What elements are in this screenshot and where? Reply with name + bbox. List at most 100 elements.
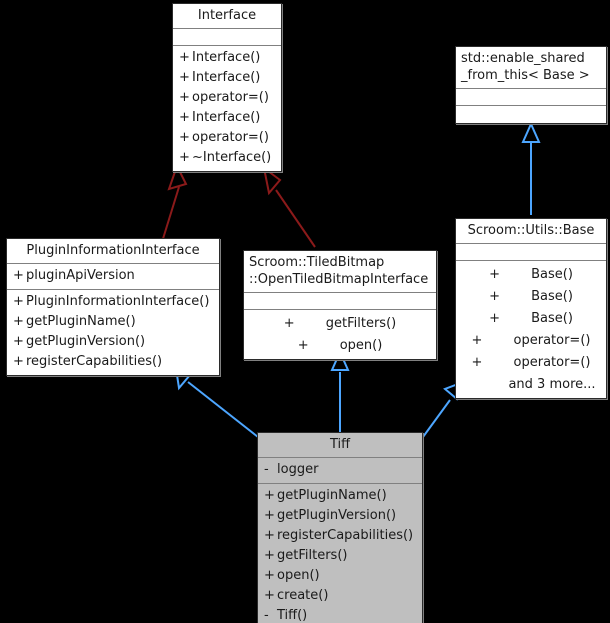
- visibility-marker: -: [264, 608, 269, 623]
- member-name: operator=(): [513, 333, 591, 348]
- class-member: +getPluginVersion(): [258, 506, 422, 526]
- class-node-tiff[interactable]: Tiff -logger +getPluginName() +getPlugin…: [257, 432, 423, 623]
- class-member: +registerCapabilities(): [7, 352, 219, 372]
- class-member: +getPluginName(): [258, 486, 422, 506]
- visibility-marker: +: [264, 588, 275, 603]
- class-member: +Interface(): [173, 48, 281, 68]
- methods-compartment: + getFilters() + open(): [244, 310, 436, 359]
- member-name: Base(): [531, 289, 573, 304]
- class-member: + getFilters(): [284, 314, 396, 334]
- attributes-compartment: +pluginApiVersion: [7, 264, 219, 290]
- class-member: +PluginInformationInterface(): [7, 292, 219, 312]
- member-name: Base(): [531, 267, 573, 282]
- member-name: operator=(): [192, 130, 269, 145]
- methods-compartment: [456, 106, 606, 123]
- visibility-marker: +: [489, 311, 500, 326]
- visibility-marker: +: [297, 338, 309, 353]
- visibility-marker: +: [179, 50, 190, 65]
- visibility-marker: +: [179, 150, 190, 165]
- attributes-compartment: [173, 29, 281, 46]
- visibility-marker: +: [471, 333, 483, 348]
- visibility-marker: +: [264, 528, 275, 543]
- member-name: open(): [277, 568, 320, 583]
- class-node-enable-shared-from-this[interactable]: std::enable_shared _from_this< Base >: [455, 46, 607, 124]
- visibility-marker: +: [489, 267, 500, 282]
- class-member: +getFilters(): [258, 546, 422, 566]
- methods-compartment: + Base() + Base() + Base() + operator=() + op…: [456, 261, 606, 398]
- member-name: Interface(): [192, 50, 261, 65]
- class-member: + operator=(): [472, 353, 591, 373]
- member-name: Interface(): [192, 110, 261, 125]
- member-name: open(): [339, 338, 383, 353]
- edge-opentiledbitmapinterface-to-interface: [262, 165, 316, 248]
- visibility-marker: +: [283, 316, 295, 331]
- visibility-marker: +: [13, 314, 24, 329]
- visibility-marker: +: [264, 488, 275, 503]
- member-name: pluginApiVersion: [26, 268, 135, 283]
- class-member: + operator=(): [472, 331, 591, 351]
- class-node-opentiledbitmapinterface[interactable]: Scroom::TiledBitmap ::OpenTiledBitmapInt…: [243, 250, 437, 360]
- edge-tiff-to-opentiledbitmapinterface: [330, 349, 350, 432]
- visibility-marker: +: [179, 90, 190, 105]
- methods-compartment: +Interface() +Interface() +operator=() +…: [173, 46, 281, 171]
- member-name: logger: [277, 462, 319, 477]
- class-node-interface[interactable]: Interface +Interface() +Interface() +ope…: [172, 3, 282, 172]
- class-member: + Base(): [489, 287, 573, 307]
- visibility-marker: +: [489, 289, 500, 304]
- member-name: getPluginName(): [277, 488, 387, 503]
- class-title: Scroom::Utils::Base: [456, 219, 606, 244]
- member-name: and 3 more...: [508, 377, 596, 392]
- visibility-marker: +: [264, 568, 275, 583]
- visibility-marker: +: [13, 294, 24, 309]
- member-name: registerCapabilities(): [26, 354, 163, 369]
- visibility-marker: +: [471, 355, 483, 370]
- class-member: + Base(): [489, 265, 573, 285]
- member-name: getPluginName(): [26, 314, 136, 329]
- edge-plugininformationinterface-to-interface: [161, 163, 188, 243]
- class-member: +pluginApiVersion: [7, 266, 219, 286]
- member-name: registerCapabilities(): [277, 528, 414, 543]
- member-name: create(): [277, 588, 329, 603]
- class-title: PluginInformationInterface: [7, 239, 219, 264]
- class-member: +Interface(): [173, 108, 281, 128]
- edge-base-to-enable-shared-from-this: [521, 121, 541, 215]
- member-name: operator=(): [192, 90, 269, 105]
- attributes-compartment: [456, 89, 606, 106]
- class-title: Tiff: [258, 433, 422, 458]
- visibility-marker: +: [13, 268, 24, 283]
- class-member: +open(): [258, 566, 422, 586]
- member-name: ~Interface(): [192, 150, 272, 165]
- visibility-marker: -: [264, 462, 269, 477]
- class-member: +~Interface(): [173, 148, 281, 168]
- member-name: getFilters(): [277, 548, 348, 563]
- member-name: getFilters(): [325, 316, 397, 331]
- class-node-plugininformationinterface[interactable]: PluginInformationInterface +pluginApiVer…: [6, 238, 220, 376]
- visibility-marker: +: [179, 70, 190, 85]
- attributes-compartment: [456, 244, 606, 261]
- class-title: Interface: [173, 4, 281, 29]
- visibility-marker: +: [179, 130, 190, 145]
- class-member: -logger: [258, 460, 422, 480]
- class-member: +getPluginVersion(): [7, 332, 219, 352]
- class-title: std::enable_shared _from_this< Base >: [456, 47, 606, 89]
- member-name: getPluginVersion(): [277, 508, 397, 523]
- attributes-compartment: -logger: [258, 458, 422, 484]
- member-name: Base(): [531, 311, 573, 326]
- attributes-compartment: [244, 293, 436, 310]
- class-member-more: and 3 more...: [466, 375, 595, 395]
- member-name: getPluginVersion(): [26, 334, 146, 349]
- class-member: +registerCapabilities(): [258, 526, 422, 546]
- class-node-base[interactable]: Scroom::Utils::Base +Base() +Base() +Bas…: [455, 218, 607, 399]
- methods-compartment: +getPluginName() +getPluginVersion() +re…: [258, 484, 422, 623]
- member-name: Interface(): [192, 70, 261, 85]
- visibility-marker: +: [264, 508, 275, 523]
- member-name: PluginInformationInterface(): [26, 294, 210, 309]
- visibility-marker: +: [13, 334, 24, 349]
- member-name: operator=(): [513, 355, 591, 370]
- class-title: Scroom::TiledBitmap ::OpenTiledBitmapInt…: [244, 251, 436, 293]
- visibility-marker: +: [179, 110, 190, 125]
- class-member: +operator=(): [173, 128, 281, 148]
- class-member: +create(): [258, 586, 422, 606]
- class-member: +getPluginName(): [7, 312, 219, 332]
